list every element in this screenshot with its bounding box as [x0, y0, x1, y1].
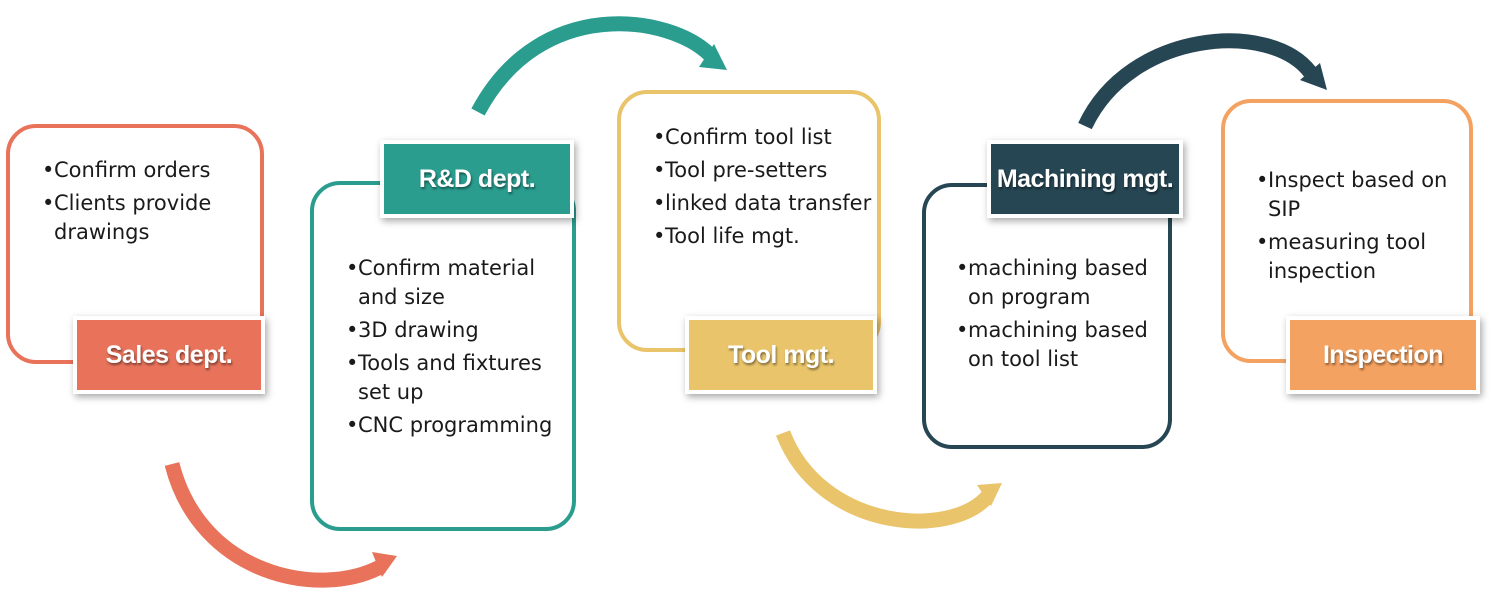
arrowhead-machining-to-inspection — [1300, 63, 1327, 90]
rd-items: Confirm material and size 3D drawing Too… — [346, 254, 568, 444]
machining-item: machining based on program — [956, 254, 1168, 312]
rd-item: CNC programming — [346, 411, 568, 440]
tool-item: Tool pre-setters — [653, 156, 875, 185]
rd-item: Confirm material and size — [346, 254, 568, 312]
machining-mgt-label: Machining mgt. — [987, 140, 1183, 218]
tool-mgt-label: Tool mgt. — [685, 316, 877, 394]
arrow-tool-to-machining — [775, 430, 994, 529]
arrow-sales-to-rd — [164, 462, 386, 588]
inspection-label: Inspection — [1286, 316, 1480, 394]
sales-items: Confirm orders Clients provide drawings — [42, 156, 252, 251]
arrowhead-tool-to-machining — [977, 483, 1002, 506]
tool-item: Tool life mgt. — [653, 222, 875, 251]
rd-dept-label: R&D dept. — [380, 140, 574, 218]
arrow-rd-to-tool — [471, 16, 716, 116]
machining-item: machining based on tool list — [956, 316, 1168, 374]
tool-item: Confirm tool list — [653, 123, 875, 152]
inspection-item: measuring tool inspection — [1256, 228, 1466, 286]
machining-items: machining based on program machining bas… — [956, 254, 1168, 378]
arrow-machining-to-inspection — [1078, 33, 1316, 130]
arrowhead-sales-to-rd — [372, 552, 397, 577]
arrowhead-rd-to-tool — [699, 44, 727, 70]
sales-item: Clients provide drawings — [42, 189, 252, 247]
rd-item: 3D drawing — [346, 316, 568, 345]
tool-items: Confirm tool list Tool pre-setters linke… — [653, 123, 875, 255]
sales-item: Confirm orders — [42, 156, 252, 185]
sales-dept-label: Sales dept. — [73, 316, 265, 394]
tool-item: linked data transfer — [653, 189, 875, 218]
inspection-item: Inspect based on SIP — [1256, 166, 1466, 224]
rd-item: Tools and fixtures set up — [346, 349, 568, 407]
inspection-items: Inspect based on SIP measuring tool insp… — [1256, 166, 1466, 290]
